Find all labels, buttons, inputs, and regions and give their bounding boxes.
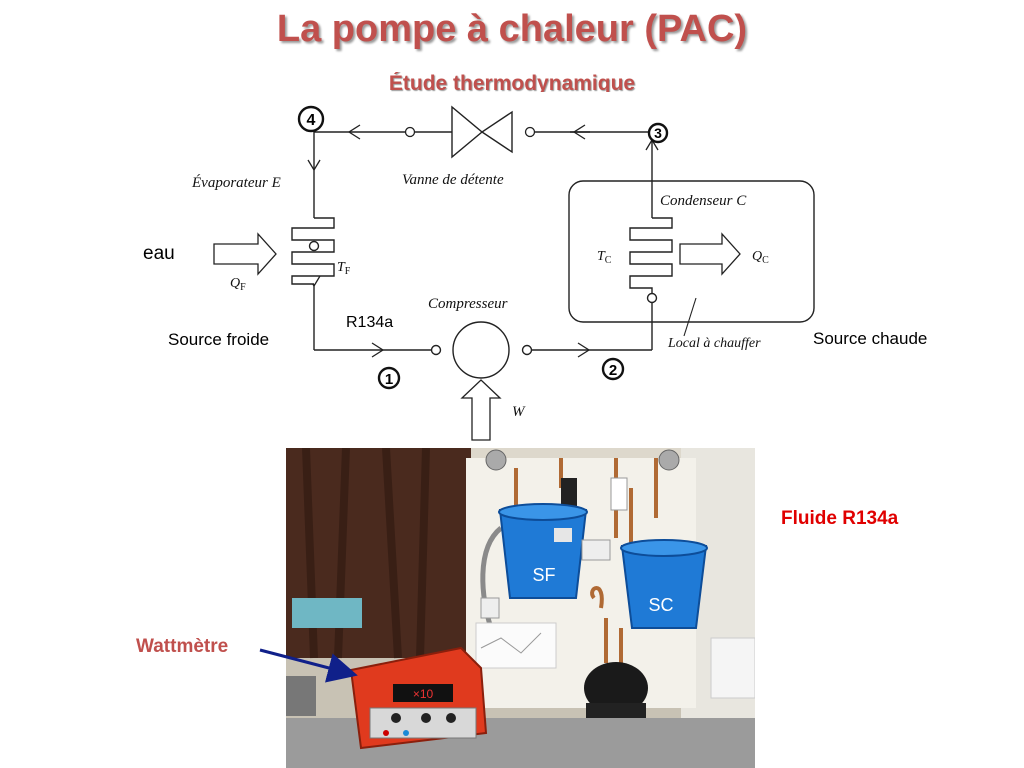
svg-text:SC: SC: [648, 595, 673, 615]
fluid-annotation: Fluide R134a: [781, 508, 899, 529]
cold-source-bucket: SF: [498, 503, 588, 599]
heat-out-arrow: [679, 232, 741, 276]
q-cold-label: QF: [230, 276, 246, 293]
flow-arrow-top-left: [347, 124, 361, 140]
slide-title: La pompe à chaleur (PAC): [276, 8, 748, 50]
state-point-4: 4: [297, 105, 325, 133]
state-point-3: 3: [647, 122, 669, 144]
svg-text:×10: ×10: [413, 687, 434, 701]
water-label: eau: [143, 243, 175, 264]
svg-text:2: 2: [609, 362, 617, 379]
expansion-valve: [451, 105, 513, 159]
evaporator-label: Évaporateur E: [191, 174, 281, 191]
flow-arrow-top-right: [572, 124, 586, 140]
circuit-left-line: [313, 132, 432, 351]
slide-subtitle: Étude thermodynamique: [388, 72, 636, 92]
work-label: W: [512, 404, 526, 420]
svg-text:1: 1: [385, 371, 393, 388]
heat-pump-diagram: Vanne de détente Évaporateur E TF QF eau…: [143, 105, 928, 441]
expansion-valve-label: Vanne de détente: [402, 172, 504, 188]
fluid-label: R134a: [346, 314, 393, 331]
svg-text:SF: SF: [532, 565, 555, 585]
wattmeter-annotation: Wattmètre: [136, 636, 229, 657]
cold-source-label: Source froide: [168, 330, 269, 349]
t-hot-label: TC: [597, 249, 612, 266]
state-point-1: 1: [377, 366, 401, 390]
t-cold-label: TF: [337, 260, 351, 277]
work-arrow: [460, 379, 502, 441]
lab-setup-photo: SF SC ×10: [286, 448, 755, 768]
heat-in-arrow: [213, 232, 277, 276]
q-hot-label: QC: [752, 249, 769, 266]
evaporator-coil: [291, 217, 335, 285]
room-box: [568, 180, 815, 323]
compressor-label: Compresseur: [428, 296, 508, 312]
flow-arrow-left-down: [307, 159, 321, 172]
compressor: [430, 321, 533, 379]
condenser-label: Condenseur C: [660, 193, 747, 209]
hot-source-label: Source chaude: [813, 329, 927, 348]
room-label: Local à chauffer: [667, 336, 761, 351]
flow-arrow-bottom-right: [577, 342, 591, 358]
svg-text:3: 3: [654, 125, 662, 141]
condenser-coil: [629, 217, 673, 304]
connector-node: [524, 126, 536, 138]
wattmeter-device: ×10: [349, 646, 488, 750]
state-point-2: 2: [601, 357, 625, 381]
flow-arrow-bottom-left: [371, 342, 385, 358]
connector-node: [404, 126, 416, 138]
hot-source-bucket: SC: [620, 539, 708, 629]
svg-text:4: 4: [307, 112, 316, 129]
room-pointer-line: [683, 297, 697, 337]
